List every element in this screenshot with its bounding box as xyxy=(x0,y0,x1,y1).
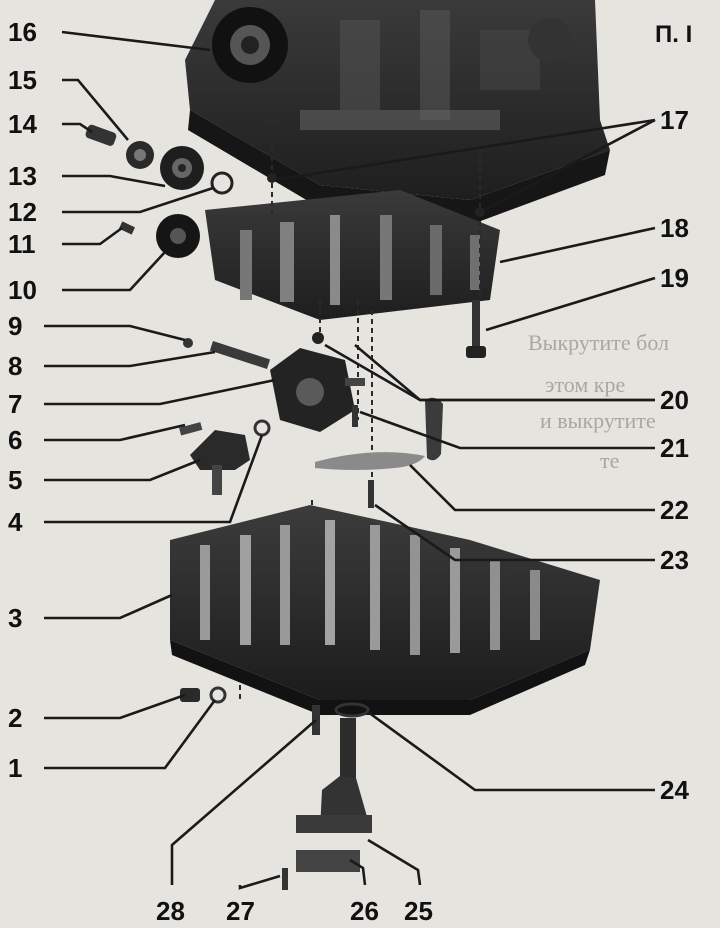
bg-line-1: Выкрутите бол xyxy=(528,330,669,355)
callout-16: 16 xyxy=(8,17,37,47)
callout-15: 15 xyxy=(8,65,37,95)
bg-line-4: те xyxy=(600,448,619,473)
callout-12: 12 xyxy=(8,197,37,227)
oil-pump-body-part xyxy=(183,332,365,432)
callout-10: 10 xyxy=(8,275,37,305)
callout-23: 23 xyxy=(660,545,689,575)
callout-13: 13 xyxy=(8,161,37,191)
callout-6: 6 xyxy=(8,425,22,455)
callout-11: 11 xyxy=(8,229,36,259)
dipstick-tube-part xyxy=(282,702,372,890)
oil-pickup-part xyxy=(315,397,443,508)
callout-26: 26 xyxy=(350,896,379,926)
callout-labels: 1 2 3 4 5 6 7 8 9 10 11 12 13 14 15 16 1… xyxy=(8,17,689,926)
callout-14: 14 xyxy=(8,109,37,139)
callout-19: 19 xyxy=(660,263,689,293)
figure-id: П. I xyxy=(655,21,692,48)
callout-22: 22 xyxy=(660,495,689,525)
callout-21: 21 xyxy=(660,433,689,463)
oil-pan-upper-part xyxy=(205,190,500,320)
bg-line-2: этом кре xyxy=(545,372,625,397)
callout-25: 25 xyxy=(404,896,433,926)
bg-line-3: и выкрутите xyxy=(540,408,656,433)
callout-2: 2 xyxy=(8,703,22,733)
callout-1: 1 xyxy=(8,753,22,783)
callout-27: 27 xyxy=(226,896,255,926)
leader-lines xyxy=(44,30,656,890)
callout-8: 8 xyxy=(8,351,22,381)
callout-4: 4 xyxy=(8,507,23,537)
callout-3: 3 xyxy=(8,603,22,633)
oil-pump-drive-parts xyxy=(85,124,234,258)
oil-level-sensor-part xyxy=(179,419,271,495)
callout-20: 20 xyxy=(660,385,689,415)
long-bolt-part xyxy=(466,300,486,358)
callout-18: 18 xyxy=(660,213,689,243)
callout-7: 7 xyxy=(8,389,22,419)
drain-plug-part xyxy=(180,686,227,704)
callout-5: 5 xyxy=(8,465,22,495)
callout-24: 24 xyxy=(660,775,689,805)
oil-pan-part xyxy=(170,505,600,715)
callout-28: 28 xyxy=(156,896,185,926)
background-text: Выкрутите бол этом кре и выкрутите те xyxy=(528,330,669,473)
callout-17: 17 xyxy=(660,105,689,135)
engine-block-part xyxy=(185,0,610,225)
callout-9: 9 xyxy=(8,311,22,341)
